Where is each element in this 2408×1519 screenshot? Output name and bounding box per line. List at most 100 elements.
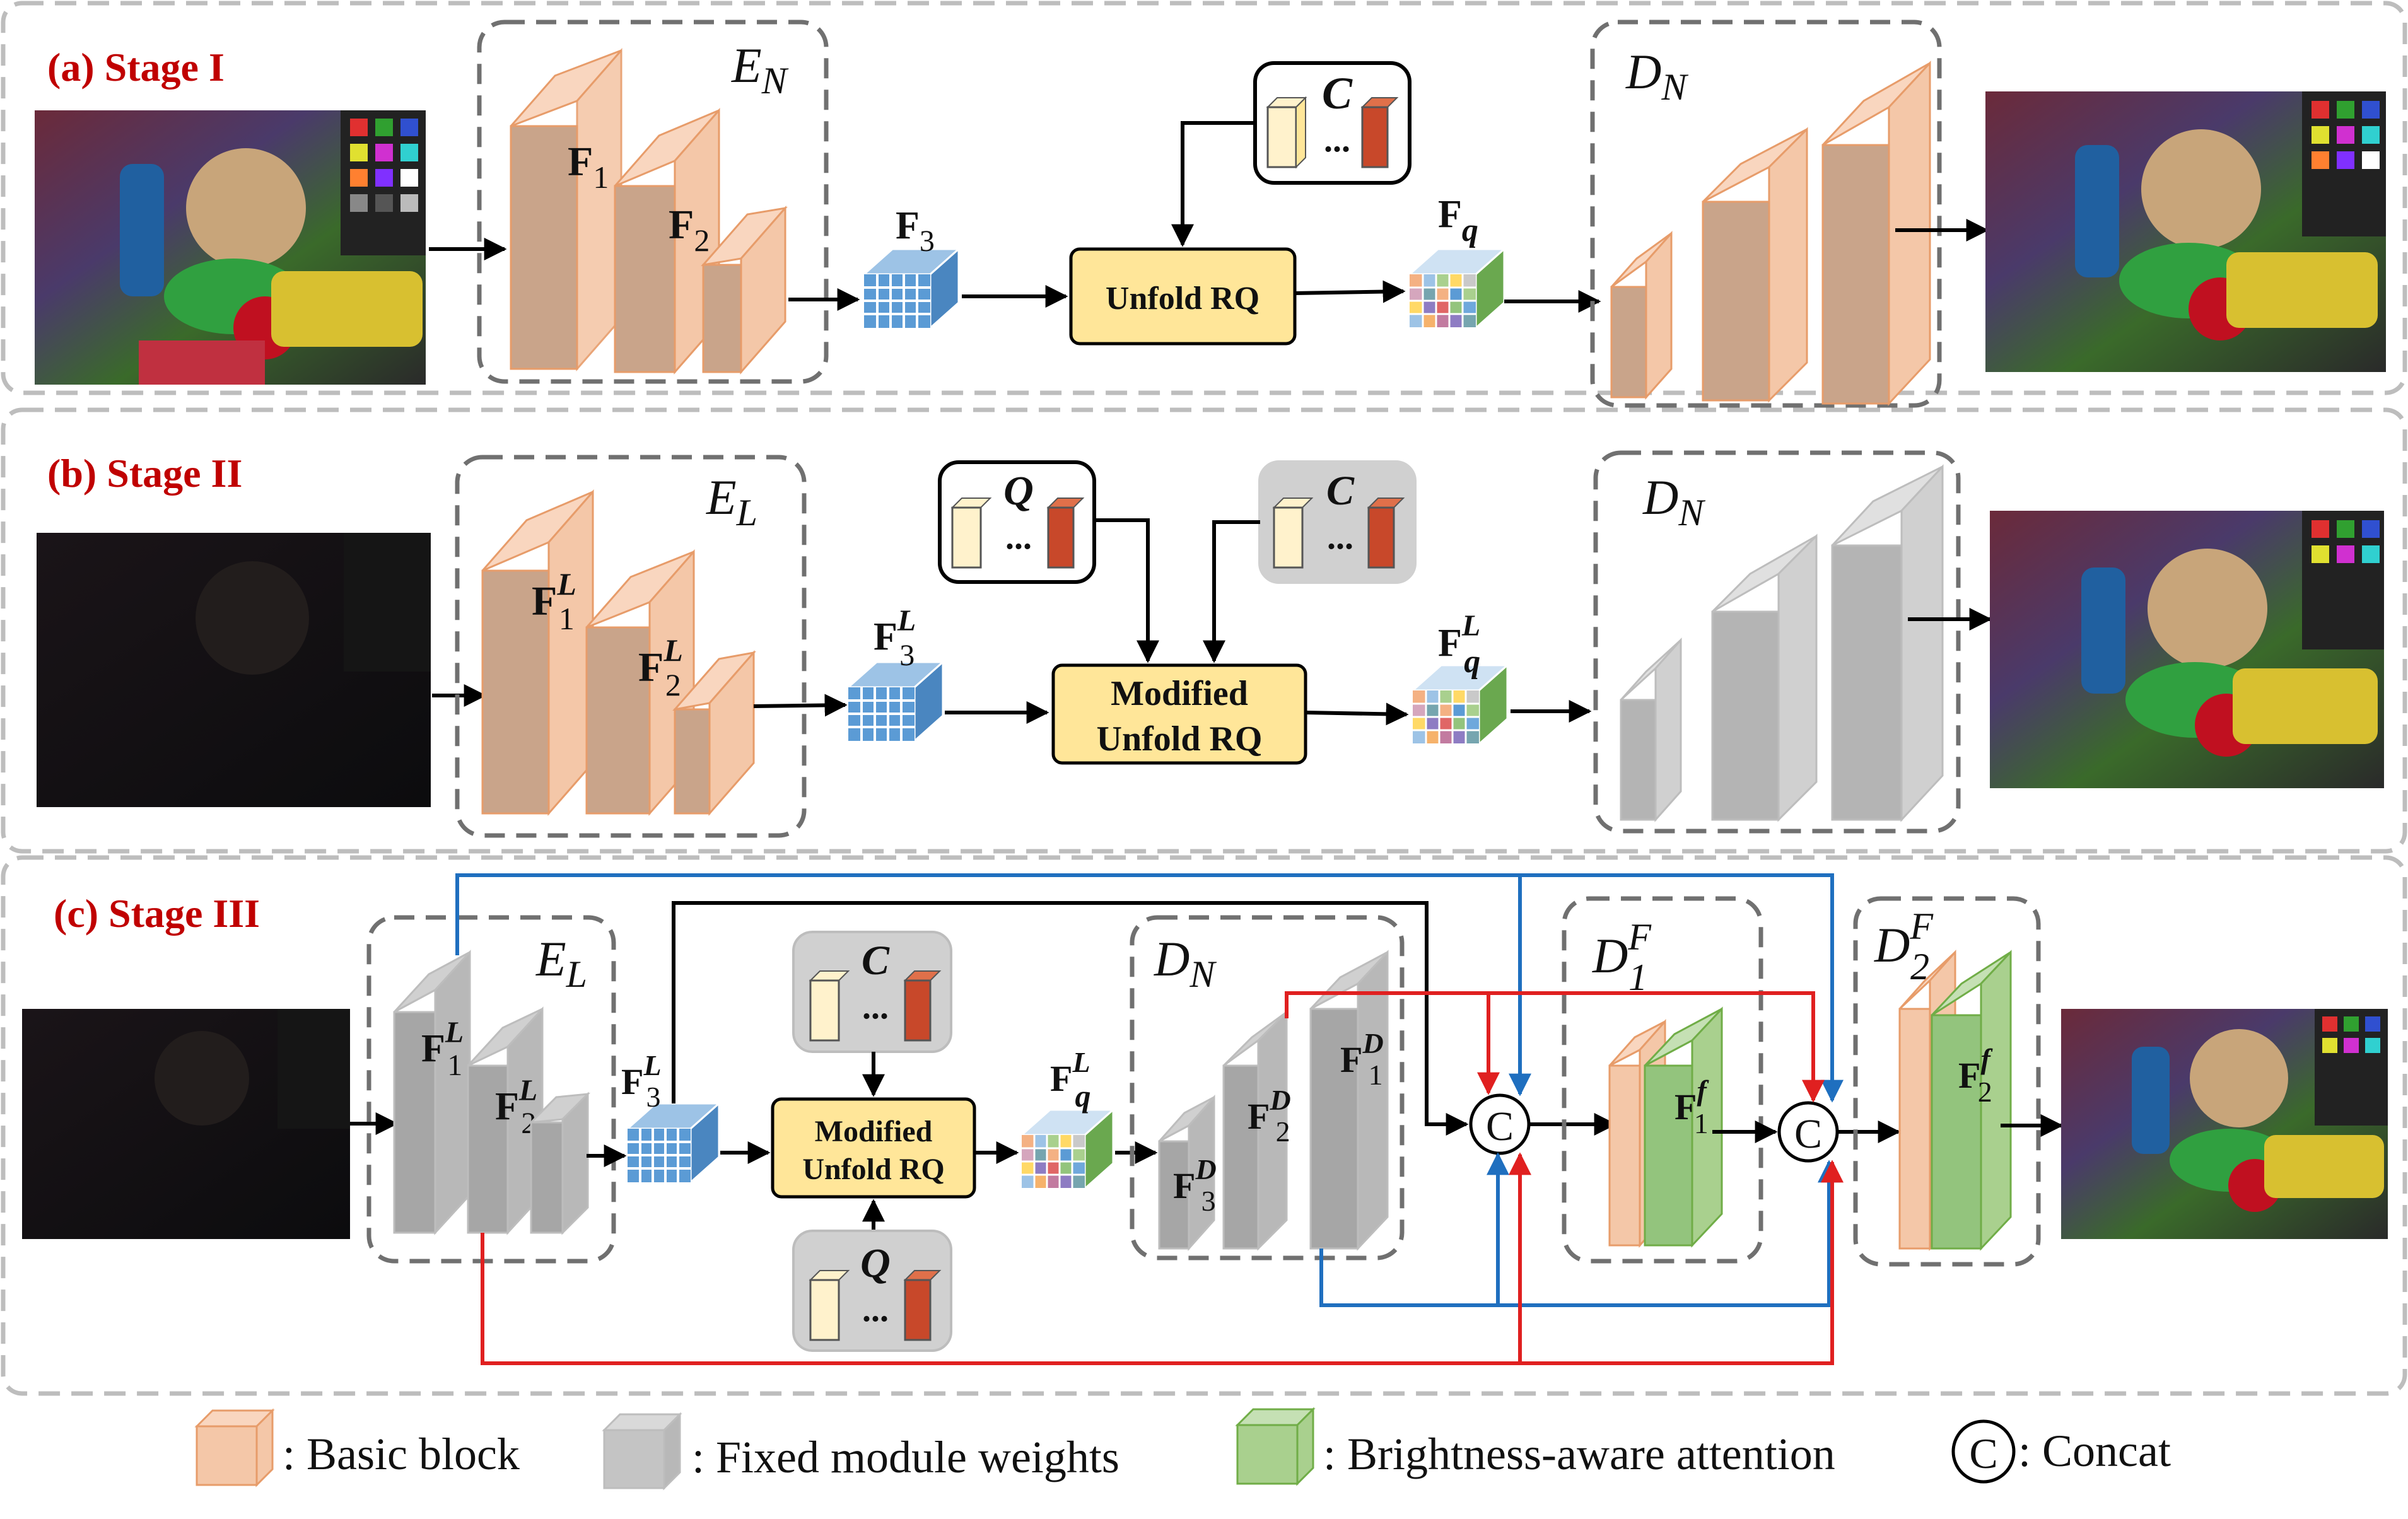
stage-1-input-image — [35, 110, 426, 385]
stage-3-frame — [1, 855, 2407, 1396]
stage-3-dec-block-3 — [1309, 950, 1389, 1251]
stage-2-block-3 — [672, 650, 756, 816]
stage-3-block-2 — [467, 1006, 544, 1235]
legend: : Basic block : Fixed module weights : B… — [194, 1407, 2171, 1491]
stage-1-decoder-label: DN — [1625, 44, 1688, 108]
legend-basic-block-text: : Basic block — [283, 1429, 520, 1479]
stage-2-codebook-q-symbol: Q — [1003, 468, 1034, 514]
stage-1-encoder-frame — [477, 20, 829, 384]
stage-1-label: (a) Stage I — [47, 45, 225, 90]
stage-1-dec-block-3 — [1821, 61, 1931, 406]
stage-3-codebook-c-symbol: C — [862, 938, 890, 984]
legend-attention-icon — [1235, 1407, 1316, 1486]
stage-3-codebook-q-dots: ... — [862, 1290, 889, 1329]
legend-fixed-text: : Fixed module weights — [692, 1432, 1119, 1482]
stage-2-f3-grid — [846, 660, 945, 743]
stage-2-label: (b) Stage II — [47, 451, 242, 496]
fusion-2-frame — [1853, 896, 2041, 1267]
stage-1-rq-box — [1069, 247, 1297, 346]
stage-1-f3-label: F3 — [896, 204, 935, 258]
stage-1: EN F1 F2 F3 Unfold R — [35, 20, 2386, 408]
stage-3-codebook-c-dots: ... — [862, 987, 889, 1027]
fusion-2-attention-block — [1931, 950, 2012, 1251]
stage-2-frame — [1, 407, 2407, 854]
stage-1-rq-label: Unfold RQ — [1106, 281, 1260, 317]
stage-1-f3-grid — [862, 247, 961, 330]
stage-3-encoder-frame — [366, 915, 616, 1264]
stage-1-fq-label: Fq — [1438, 193, 1478, 248]
legend-fixed-icon — [602, 1412, 682, 1491]
concat-1-symbol: C — [1486, 1103, 1514, 1149]
stage-3-f3-grid — [625, 1101, 722, 1185]
stage-2-output-image — [1990, 511, 2384, 788]
fusion-1-frame — [1562, 896, 1763, 1264]
stage-2-block-1 — [481, 489, 594, 816]
stage-3-rq-line1: Modified — [815, 1115, 933, 1148]
stage-3-label: (c) Stage III — [54, 891, 260, 936]
stage-2-rq-line2: Unfold RQ — [1097, 719, 1263, 759]
stage-3-rq-line2: Unfold RQ — [802, 1153, 944, 1186]
fusion-1-attention-block — [1644, 1006, 1723, 1248]
concat-2-symbol: C — [1794, 1111, 1822, 1157]
stage-3-codebook-q-cubes — [809, 1270, 942, 1341]
legend-concat-symbol: C — [1969, 1429, 1997, 1477]
stage-2-codebook-c-dots: ... — [1327, 518, 1353, 557]
stage-2-codebook-c-symbol: C — [1326, 468, 1355, 514]
stage-1-f2-label: F2 — [669, 202, 710, 258]
stage-3-input-image — [22, 1009, 350, 1239]
stage-1-codebook-cubes — [1266, 96, 1399, 169]
stage-1-codebook-dots: ... — [1324, 120, 1350, 160]
stage-2-fq-grid — [1410, 663, 1510, 747]
stage-3-fq-grid — [1019, 1107, 1116, 1191]
stage-3-decoder-label: DN — [1154, 931, 1217, 995]
legend-attention-text: : Brightness-aware attention — [1323, 1429, 1835, 1479]
stage-2-encoder-frame — [455, 455, 807, 838]
stage-3-codebook-q-symbol: Q — [860, 1240, 891, 1286]
stage-3-dec-block-1 — [1158, 1095, 1215, 1251]
stage-1-frame — [1, 1, 2407, 395]
stage-1-fq-grid — [1407, 247, 1507, 330]
stage-3-decoder-frame — [1130, 915, 1405, 1260]
stage-2-decoder-frame — [1593, 450, 1961, 834]
stage-1-block-3 — [701, 206, 788, 375]
stage-2-codebook-q-dots: ... — [1005, 518, 1032, 557]
stage-3-encoder-label: EL — [535, 931, 587, 995]
stage-2-dec-block-2 — [1711, 533, 1818, 822]
stage-3-block-3 — [528, 1091, 591, 1235]
stage-2-codebook-q-cubes — [950, 498, 1085, 569]
stage-2-rq-line1: Modified — [1111, 674, 1248, 713]
stage-1-encoder-label: EN — [731, 38, 789, 102]
stage-2-dec-block-3 — [1831, 464, 1944, 822]
stage-2-encoder-label: EL — [706, 470, 757, 533]
stage-2-dec-block-1 — [1620, 637, 1682, 822]
legend-concat-text: : Concat — [2018, 1426, 2171, 1476]
stage-3-dec-block-2 — [1222, 1010, 1288, 1251]
stage-2-codebook-c-cubes — [1272, 498, 1405, 569]
stage-3-codebook-c-cubes — [809, 970, 942, 1042]
stage-1-f1-label: F1 — [568, 139, 609, 195]
stage-1-dec-block-1 — [1610, 231, 1673, 400]
stage-3-output-image — [2061, 1009, 2388, 1239]
stage-1-dec-block-2 — [1702, 127, 1808, 403]
stage-2-decoder-label: DN — [1642, 470, 1705, 533]
stage-3-rq-box — [771, 1097, 976, 1199]
stage-1-block-1 — [510, 48, 622, 371]
stage-1-output-image — [1985, 91, 2386, 372]
